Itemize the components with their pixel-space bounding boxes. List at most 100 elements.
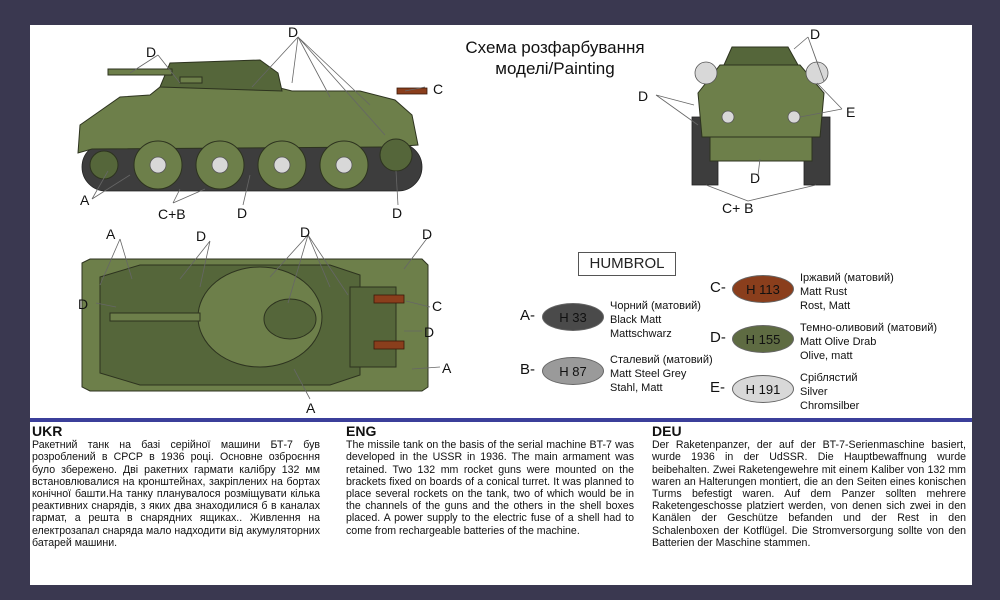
- paint-letter: B-: [520, 361, 535, 378]
- paint-chip-d: D- H 155 Темно-оливовий (матовий) Matt O…: [710, 319, 940, 365]
- callout-a: A: [106, 226, 116, 242]
- leader-d-front-bottom: [757, 158, 761, 176]
- paint-deu: Rost, Matt: [800, 300, 851, 312]
- paint-swatch: H 33: [542, 303, 604, 331]
- paint-chip-c: C- H 113 Іржавий (матовий) Matt Rust Ros…: [710, 269, 940, 315]
- callout-d: D: [424, 324, 434, 340]
- exhaust-rust: [396, 87, 428, 95]
- leader-a-topview-right: [411, 366, 441, 370]
- paint-ukr: Темно-оливовий (матовий): [800, 322, 938, 334]
- paint-swatch: H 191: [732, 375, 794, 403]
- paint-desc: Темно-оливовий (матовий) Matt Olive Drab…: [800, 321, 937, 363]
- paint-eng: Matt Steel Grey: [610, 368, 687, 380]
- headlight-right: [805, 61, 829, 85]
- paint-chip-e: E- H 191 Сріблястий Silver Chromsilber: [710, 369, 940, 415]
- callout-d: D: [288, 25, 298, 40]
- hub-4: [335, 156, 353, 174]
- callout-d: D: [78, 296, 88, 312]
- callout-d: D: [638, 88, 648, 104]
- tank-drawings: .body { fill:#6d7f4a; stroke:#2d331f; st…: [77, 25, 855, 416]
- hub-front-right: [787, 110, 801, 124]
- text-deu: DEU Der Raketenpanzer, der auf der BT-7-…: [652, 423, 966, 549]
- drive-sprocket: [379, 138, 413, 172]
- callout-d: D: [196, 228, 206, 244]
- callout-e: E: [846, 104, 855, 120]
- paint-eng: Black Matt: [610, 314, 662, 326]
- hub-2: [211, 156, 229, 174]
- paint-swatch: H 87: [542, 357, 604, 385]
- leader-d-topview-right: [403, 236, 429, 270]
- leader-cb-side: [172, 188, 206, 204]
- paint-ukr: Чорний (матовий): [610, 300, 701, 312]
- paint-ukr: Сріблястий: [800, 372, 858, 384]
- gun-side: [107, 68, 173, 76]
- callout-d: D: [750, 170, 760, 186]
- paint-chip-b: B- H 87 Сталевий (матовий) Matt Steel Gr…: [520, 351, 713, 397]
- paint-desc: Іржавий (матовий) Matt Rust Rost, Matt: [800, 271, 894, 313]
- callout-a: A: [80, 192, 90, 208]
- callout-d: D: [422, 226, 432, 242]
- text-ukr: UKR Ракетний танк на базі серійної машин…: [32, 423, 320, 549]
- callout-d: D: [146, 44, 156, 60]
- heading-deu: DEU: [652, 423, 682, 439]
- turret-hatch-top: [263, 298, 317, 340]
- paint-desc: Сріблястий Silver Chromsilber: [800, 371, 859, 413]
- paint-letter: A-: [520, 307, 535, 324]
- heading-ukr: UKR: [32, 423, 63, 439]
- leader-d-topview: [269, 234, 349, 304]
- title-line-1: Схема розфарбування: [465, 38, 645, 57]
- track-side: [81, 142, 423, 192]
- paint-letter: C-: [710, 279, 726, 296]
- paint-eng: Silver: [800, 386, 828, 398]
- painting-sheet: Схема розфарбування моделі/Painting .bod…: [30, 25, 972, 585]
- hull-side: [77, 82, 419, 154]
- paint-swatch: H 155: [732, 325, 794, 353]
- callout-d: D: [237, 205, 247, 221]
- leader-d-left: [129, 54, 181, 84]
- paint-desc: Чорний (матовий) Black Matt Mattschwarz: [610, 299, 701, 341]
- leader-e-front: [799, 82, 843, 118]
- turret-side: [159, 59, 283, 92]
- leader-c-topview: [405, 300, 431, 308]
- paint-deu: Mattschwarz: [610, 328, 672, 340]
- paint-ukr: Сталевий (матовий): [610, 354, 713, 366]
- paint-swatch: H 113: [732, 275, 794, 303]
- humbrol-label: HUMBROL: [578, 252, 676, 276]
- paint-eng: Matt Rust: [800, 286, 848, 298]
- paint-deu: Chromsilber: [800, 400, 860, 412]
- lower-hull-front: [709, 136, 813, 162]
- paint-deu: Stahl, Matt: [610, 382, 663, 394]
- rocket-tube-side: [179, 76, 203, 84]
- gun-top: [109, 312, 201, 322]
- title-line-2: моделі/Painting: [495, 59, 615, 78]
- paint-chip-a: A- H 33 Чорний (матовий) Black Matt Matt…: [520, 297, 710, 343]
- leader-d-front-top: [793, 36, 825, 82]
- tank-top-view: A D D D D C D A A: [78, 224, 452, 416]
- leader-a-topview: [99, 238, 133, 286]
- callout-d: D: [392, 205, 402, 221]
- tank-front-view: D D E D C+ B: [638, 26, 855, 216]
- section-divider: [30, 418, 972, 422]
- leader-a-topview-bottom: [293, 368, 311, 400]
- page-title: Схема розфарбування моделі/Painting: [30, 37, 700, 79]
- paint-letter: D-: [710, 329, 726, 346]
- leader-cb-front: [705, 184, 817, 202]
- headlight-left: [694, 61, 718, 85]
- callout-d: D: [300, 224, 310, 240]
- heading-eng: ENG: [346, 423, 377, 439]
- leader-d-top: [251, 36, 386, 136]
- exhaust-top-2: [373, 340, 405, 350]
- callout-cb: C+B: [158, 206, 186, 222]
- callout-c: C: [432, 298, 442, 314]
- paint-ukr: Іржавий (матовий): [800, 272, 894, 284]
- leader-d-topview-edge: [95, 302, 117, 308]
- leader-d-bottom: [242, 174, 251, 206]
- leader-d-front-left: [655, 94, 699, 126]
- idler-wheel: [89, 150, 119, 180]
- leader-d-right: [395, 170, 399, 206]
- hub-1: [149, 156, 167, 174]
- hub-front-left: [721, 110, 735, 124]
- callout-a: A: [306, 400, 316, 416]
- turret-front: [723, 46, 799, 66]
- body-ukr: Ракетний танк на базі серійної машини БТ…: [32, 439, 320, 549]
